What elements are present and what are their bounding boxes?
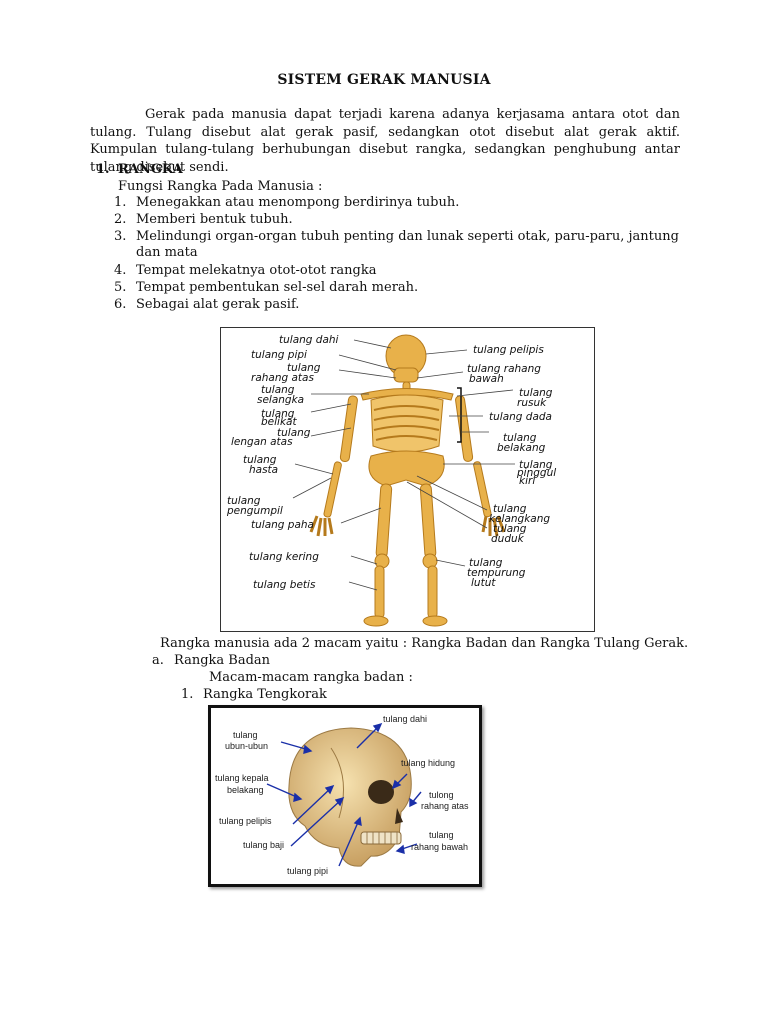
svg-text:tulang pelipis: tulang pelipis [219, 816, 272, 826]
svg-text:tulang dahi: tulang dahi [279, 334, 339, 346]
svg-text:bawah: bawah [469, 373, 504, 385]
svg-text:lengan atas: lengan atas [231, 436, 293, 448]
svg-text:kiri: kiri [519, 475, 535, 487]
skull-arrows [266, 722, 422, 867]
svg-text:tulang: tulang [519, 387, 553, 399]
list-item: dan mata [136, 245, 198, 260]
svg-text:tulang kering: tulang kering [249, 551, 319, 563]
list-item: 2.Memberi bentuk tubuh. [114, 212, 293, 227]
skeleton-illustration: tulang dahi tulang pipi tulang rahang at… [226, 334, 556, 627]
svg-text:tulang: tulang [261, 384, 295, 396]
list-item: 5.Tempat pembentukan sel-sel darah merah… [114, 280, 419, 295]
list-item: 3.Melindungi organ-organ tubuh penting d… [114, 229, 679, 244]
list-item: 1.Menegakkan atau menompong berdirinya t… [114, 195, 460, 210]
svg-text:tempurung: tempurung [467, 567, 526, 579]
list-item: 6.Sebagai alat gerak pasif. [114, 297, 300, 312]
fungsi-list: 1.Menegakkan atau menompong berdirinya t… [114, 194, 679, 313]
svg-text:tulang hidung: tulang hidung [401, 758, 455, 768]
svg-text:tulang betis: tulang betis [253, 579, 316, 591]
skeleton-figure: tulang dahi tulang pipi tulang rahang at… [220, 327, 595, 632]
skull-labels: tulang ubun-ubun tulang dahi tulang hidu… [215, 714, 469, 876]
svg-text:tulang pipi: tulang pipi [251, 349, 307, 361]
svg-text:rahang atas: rahang atas [421, 801, 469, 811]
svg-text:tulang dada: tulang dada [489, 411, 552, 423]
svg-text:pinggul: pinggul [516, 467, 556, 479]
skeleton-labels: tulang dahi tulang pipi tulang rahang at… [226, 334, 556, 591]
skeleton-bones [309, 334, 506, 627]
svg-text:tulang dahi: tulang dahi [383, 714, 427, 724]
skull-shape [288, 727, 412, 867]
svg-text:duduk: duduk [491, 533, 525, 545]
svg-text:tulang paha: tulang paha [251, 519, 314, 531]
svg-text:tulang: tulang [429, 830, 454, 840]
svg-text:tulong: tulong [429, 790, 454, 800]
skull-figure: tulang ubun-ubun tulang dahi tulang hidu… [208, 705, 482, 887]
list-item: 4.Tempat melekatnya otot-otot rangka [114, 263, 377, 278]
svg-text:tulang: tulang [233, 730, 258, 740]
sub-heading-tengkorak: 1.Rangka Tengkorak [181, 687, 327, 702]
svg-text:tulang: tulang [493, 523, 527, 535]
svg-text:rahang bawah: rahang bawah [411, 842, 468, 852]
svg-text:rusuk: rusuk [517, 397, 547, 409]
intro-text: Gerak pada manusia dapat terjadi karena … [90, 107, 680, 175]
svg-text:tulang: tulang [227, 495, 261, 507]
macam-heading: Macam-macam rangka badan : [209, 670, 413, 685]
svg-text:tulang: tulang [503, 432, 537, 444]
svg-text:rahang atas: rahang atas [251, 372, 314, 384]
skull-illustration: tulang ubun-ubun tulang dahi tulang hidu… [215, 714, 469, 876]
svg-text:belakang: belakang [227, 785, 264, 795]
rangka-intro: Rangka manusia ada 2 macam yaitu : Rangk… [160, 636, 689, 651]
page-title: SISTEM GERAK MANUSIA [277, 72, 491, 88]
leader-lines [292, 339, 515, 591]
section-heading-rangka: 1.RANGKA [96, 162, 183, 177]
svg-text:tulang: tulang [243, 454, 277, 466]
svg-text:tulang: tulang [519, 459, 553, 471]
sub-heading-rangka-badan: a.Rangka Badan [152, 653, 271, 668]
svg-text:hasta: hasta [249, 464, 278, 476]
svg-text:lutut: lutut [471, 577, 496, 589]
svg-text:tulang pelipis: tulang pelipis [473, 344, 544, 356]
bracket-line [457, 387, 462, 443]
svg-text:belikat: belikat [261, 416, 297, 428]
svg-text:tulang baji: tulang baji [243, 840, 284, 850]
svg-text:belakang: belakang [497, 442, 546, 454]
svg-text:tulang kepala: tulang kepala [215, 773, 269, 783]
svg-text:tulang: tulang [287, 362, 321, 374]
svg-text:tulang rahang: tulang rahang [467, 363, 541, 375]
svg-text:ubun-ubun: ubun-ubun [225, 741, 268, 751]
svg-text:pengumpil: pengumpil [226, 505, 283, 517]
svg-text:tulang: tulang [493, 503, 527, 515]
svg-text:tulang: tulang [277, 427, 311, 439]
svg-text:tulang: tulang [261, 408, 295, 420]
svg-text:kelangkang: kelangkang [489, 513, 550, 525]
intro-paragraph: Gerak pada manusia dapat terjadi karena … [90, 106, 680, 176]
fungsi-heading: Fungsi Rangka Pada Manusia : [118, 179, 323, 194]
svg-text:tulang pipi: tulang pipi [287, 866, 328, 876]
svg-text:tulang: tulang [469, 557, 503, 569]
svg-text:selangka: selangka [257, 394, 304, 406]
